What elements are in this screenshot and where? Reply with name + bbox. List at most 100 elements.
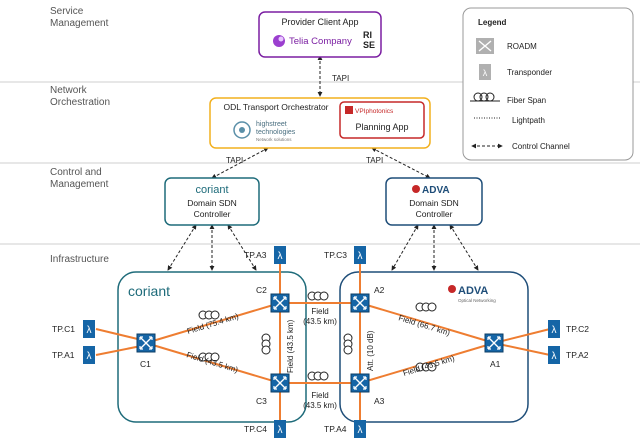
link-label-a3-a1: Field (43.5 km) (402, 354, 456, 378)
transponder-tp-c3[interactable]: λ (354, 246, 366, 264)
legend-roadm-label: ROADM (507, 42, 537, 51)
tp-label-a4: TP.A4 (324, 424, 347, 434)
link-label-c3-a3-2: (43.5 km) (303, 401, 337, 410)
vpi-logo-text: VPIphotonics (355, 108, 394, 115)
transponder-tp-c1[interactable]: λ (83, 320, 95, 338)
highstreet-name: highstreet (256, 121, 287, 128)
transponder-icon: λ (87, 325, 92, 336)
transponder-tp-c4[interactable]: λ (274, 420, 286, 438)
transponder-tp-a3[interactable]: λ (274, 246, 286, 264)
transponder-icon: λ (278, 251, 283, 262)
link-label-c2-a2-1: Field (311, 307, 328, 316)
fiber-span-coils (198, 291, 437, 381)
link-label-c2-c3: Field (43.5 km) (286, 319, 295, 373)
provider-client-app[interactable]: Provider Client App Telia Company RI SE (258, 11, 382, 58)
tp-label-a1: TP.A1 (52, 350, 75, 360)
roadm-a2[interactable] (350, 293, 370, 313)
coriant-domain-logo: coriant (128, 283, 170, 299)
layer-control-line1: Control and (50, 167, 102, 178)
tp-label-a3: TP.A3 (244, 250, 267, 260)
roadm-c1[interactable] (136, 333, 156, 353)
link-label-c2-a2-2: (43.5 km) (303, 317, 337, 326)
legend-title: Legend (478, 18, 507, 27)
legend-lambda: λ (483, 68, 488, 78)
node-label-c3: C3 (256, 396, 267, 406)
layer-service-line1: Service (50, 6, 84, 17)
transponder-tp-c2[interactable]: λ (548, 320, 560, 338)
node-label-a2: A2 (374, 285, 385, 295)
tp-label-a2: TP.A2 (566, 350, 589, 360)
transponder-icon: λ (552, 351, 557, 362)
coriant-domain (117, 271, 307, 423)
legend: Legend ROADM λ Transponder Fiber Span Li… (462, 7, 634, 161)
link-label-a2-a1: Field (66.7 km) (397, 313, 451, 337)
orchestrator-title: ODL Transport Orchestrator (223, 102, 328, 112)
control-channels (167, 55, 479, 271)
layer-control-line2: Management (50, 179, 109, 190)
legend-fiber-label: Fiber Span (507, 96, 546, 105)
adva-domain (339, 271, 529, 423)
tapi-label-adva: TAPI (366, 156, 383, 165)
transponder-icon: λ (278, 425, 283, 436)
link-label-a2-a3: Att. (10 dB) (366, 330, 375, 371)
coriant-controller-label-1: Domain SDN (187, 198, 237, 208)
node-label-c2: C2 (256, 285, 267, 295)
highstreet-logo-center (239, 127, 245, 133)
link-label-c3-a3-1: Field (311, 391, 328, 400)
legend-fiber-icon (470, 92, 500, 102)
layer-network-line1: Network (50, 85, 88, 96)
transponder-icon: λ (358, 251, 363, 262)
tp-label-c2: TP.C2 (566, 324, 589, 334)
node-label-a3: A3 (374, 396, 385, 406)
adva-controller[interactable]: ADVA Domain SDN Controller (385, 177, 483, 226)
planning-app-label: Planning App (355, 122, 408, 132)
adva-domain-sub: Optical Networking (458, 298, 496, 303)
roadm-a1[interactable] (484, 333, 504, 353)
legend-transponder-icon: λ (479, 64, 491, 80)
coriant-controller-logo: coriant (195, 184, 228, 196)
node-label-c1: C1 (140, 359, 151, 369)
adva-domain-logo: ADVA (458, 285, 488, 297)
legend-transponder-label: Transponder (507, 68, 552, 77)
transponder-tp-a1[interactable]: λ (83, 346, 95, 364)
highstreet-tech: technologies (256, 129, 296, 136)
transponder-icon: λ (552, 325, 557, 336)
coriant-controller-label-2: Controller (194, 209, 231, 219)
node-label-a1: A1 (490, 359, 501, 369)
roadm-c3[interactable] (270, 373, 290, 393)
adva-domain-logo-icon (448, 285, 456, 293)
roadm-c2[interactable] (270, 293, 290, 313)
legend-control-label: Control Channel (512, 142, 570, 151)
tp-label-c4: TP.C4 (244, 424, 267, 434)
layer-infra: Infrastructure (50, 254, 109, 265)
highstreet-sub: Network solutions (256, 137, 292, 142)
odl-transport-orchestrator[interactable]: ODL Transport Orchestrator highstreet te… (209, 97, 431, 149)
transponder-icon: λ (87, 351, 92, 362)
tapi-label-coriant: TAPI (226, 156, 243, 165)
transponder-tp-a4[interactable]: λ (354, 420, 366, 438)
highstreet-logo-icon (233, 121, 251, 139)
tp-label-c3: TP.C3 (324, 250, 347, 260)
telia-logo-icon (273, 35, 285, 47)
tp-label-c1: TP.C1 (52, 324, 75, 334)
adva-controller-logo: ADVA (422, 185, 450, 196)
adva-controller-logo-icon (412, 185, 420, 193)
coriant-controller[interactable]: coriant Domain SDN Controller (164, 177, 260, 226)
rise-logo-top: RI (363, 30, 372, 40)
vpi-logo-icon (345, 106, 353, 114)
rise-logo-bottom: SE (363, 40, 375, 50)
legend-roadm-icon (476, 38, 494, 54)
telia-logo-highlight (278, 36, 284, 42)
telia-company-label: Telia Company (289, 36, 352, 47)
planning-app[interactable]: VPIphotonics Planning App (339, 101, 425, 139)
roadm-a3[interactable] (350, 373, 370, 393)
legend-lightpath-label: Lightpath (512, 116, 545, 125)
adva-controller-label-2: Controller (416, 209, 453, 219)
transponder-tp-a2[interactable]: λ (548, 346, 560, 364)
tapi-label-service: TAPI (332, 74, 349, 83)
transponder-icon: λ (358, 425, 363, 436)
provider-title: Provider Client App (281, 17, 358, 27)
adva-controller-label-1: Domain SDN (409, 198, 459, 208)
layer-service-line2: Management (50, 18, 109, 29)
